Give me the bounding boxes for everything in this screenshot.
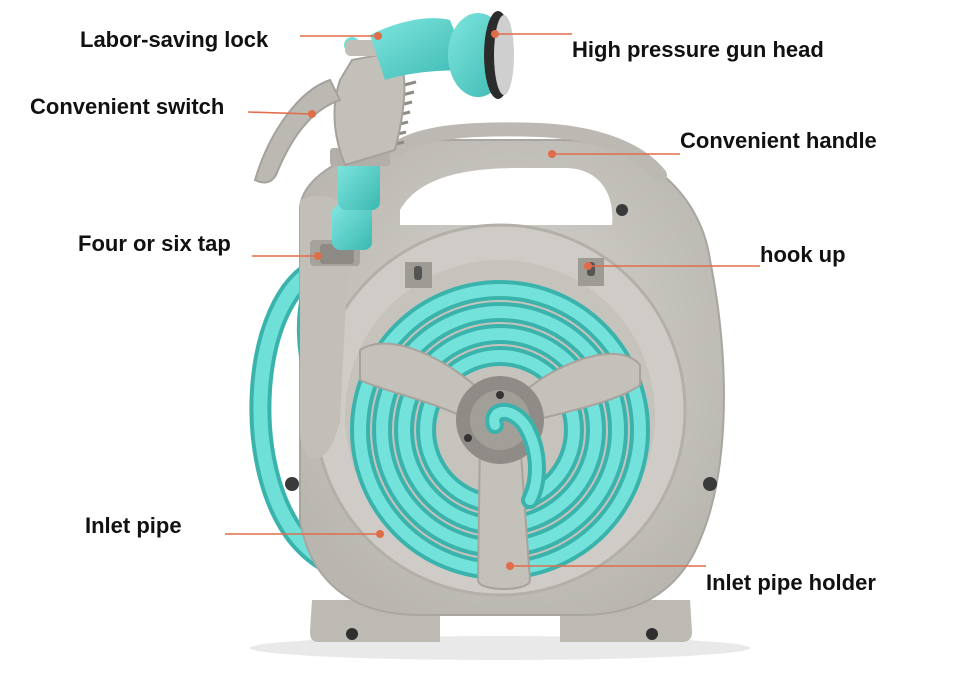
label-labor-saving-lock: Labor-saving lock: [80, 27, 269, 52]
label-convenient-handle: Convenient handle: [680, 128, 877, 153]
leader-lines: [225, 33, 760, 567]
label-inlet-pipe-holder: Inlet pipe holder: [706, 570, 876, 595]
label-high-pressure-gun-head: High pressure gun head: [572, 37, 824, 62]
handle-opening: [400, 168, 613, 225]
gun-neck: [370, 18, 470, 80]
label-hook-up: hook up: [760, 242, 846, 267]
label-four-or-six-tap: Four or six tap: [78, 231, 231, 256]
label-inlet-pipe: Inlet pipe: [85, 513, 182, 538]
leader-dots: [308, 30, 592, 570]
reel-crank: [359, 342, 641, 590]
label-convenient-switch: Convenient switch: [30, 94, 225, 119]
trigger-switch: [253, 78, 342, 184]
